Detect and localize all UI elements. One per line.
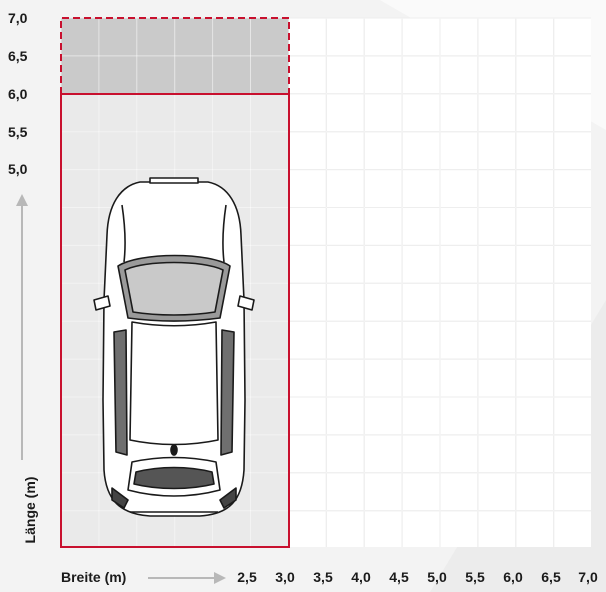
x-axis-title: Breite (m) bbox=[61, 569, 127, 585]
parking-space-outline bbox=[60, 93, 290, 548]
y-tick-label: 6,5 bbox=[8, 48, 28, 64]
y-tick-label: 6,0 bbox=[8, 86, 28, 102]
x-tick-label: 6,0 bbox=[503, 569, 523, 585]
y-tick-label: 7,0 bbox=[8, 10, 28, 26]
y-axis-title: Länge (m) bbox=[22, 476, 38, 544]
extension-zone-dashed-outline bbox=[60, 17, 290, 94]
x-tick-label: 2,5 bbox=[237, 569, 257, 585]
car-top-view-icon bbox=[93, 177, 255, 517]
x-tick-label: 4,0 bbox=[351, 569, 371, 585]
x-tick-label: 6,5 bbox=[541, 569, 561, 585]
x-tick-label: 5,5 bbox=[465, 569, 485, 585]
x-tick-label: 5,0 bbox=[427, 569, 447, 585]
up-arrow-icon bbox=[16, 194, 28, 460]
y-tick-label: 5,0 bbox=[8, 161, 28, 177]
x-tick-label: 3,5 bbox=[313, 569, 333, 585]
x-tick-label: 4,5 bbox=[389, 569, 409, 585]
right-arrow-icon bbox=[148, 572, 226, 584]
grid-lines-overlay bbox=[60, 17, 591, 547]
x-tick-label: 7,0 bbox=[578, 569, 598, 585]
y-tick-label: 5,5 bbox=[8, 124, 28, 140]
x-tick-label: 3,0 bbox=[275, 569, 295, 585]
